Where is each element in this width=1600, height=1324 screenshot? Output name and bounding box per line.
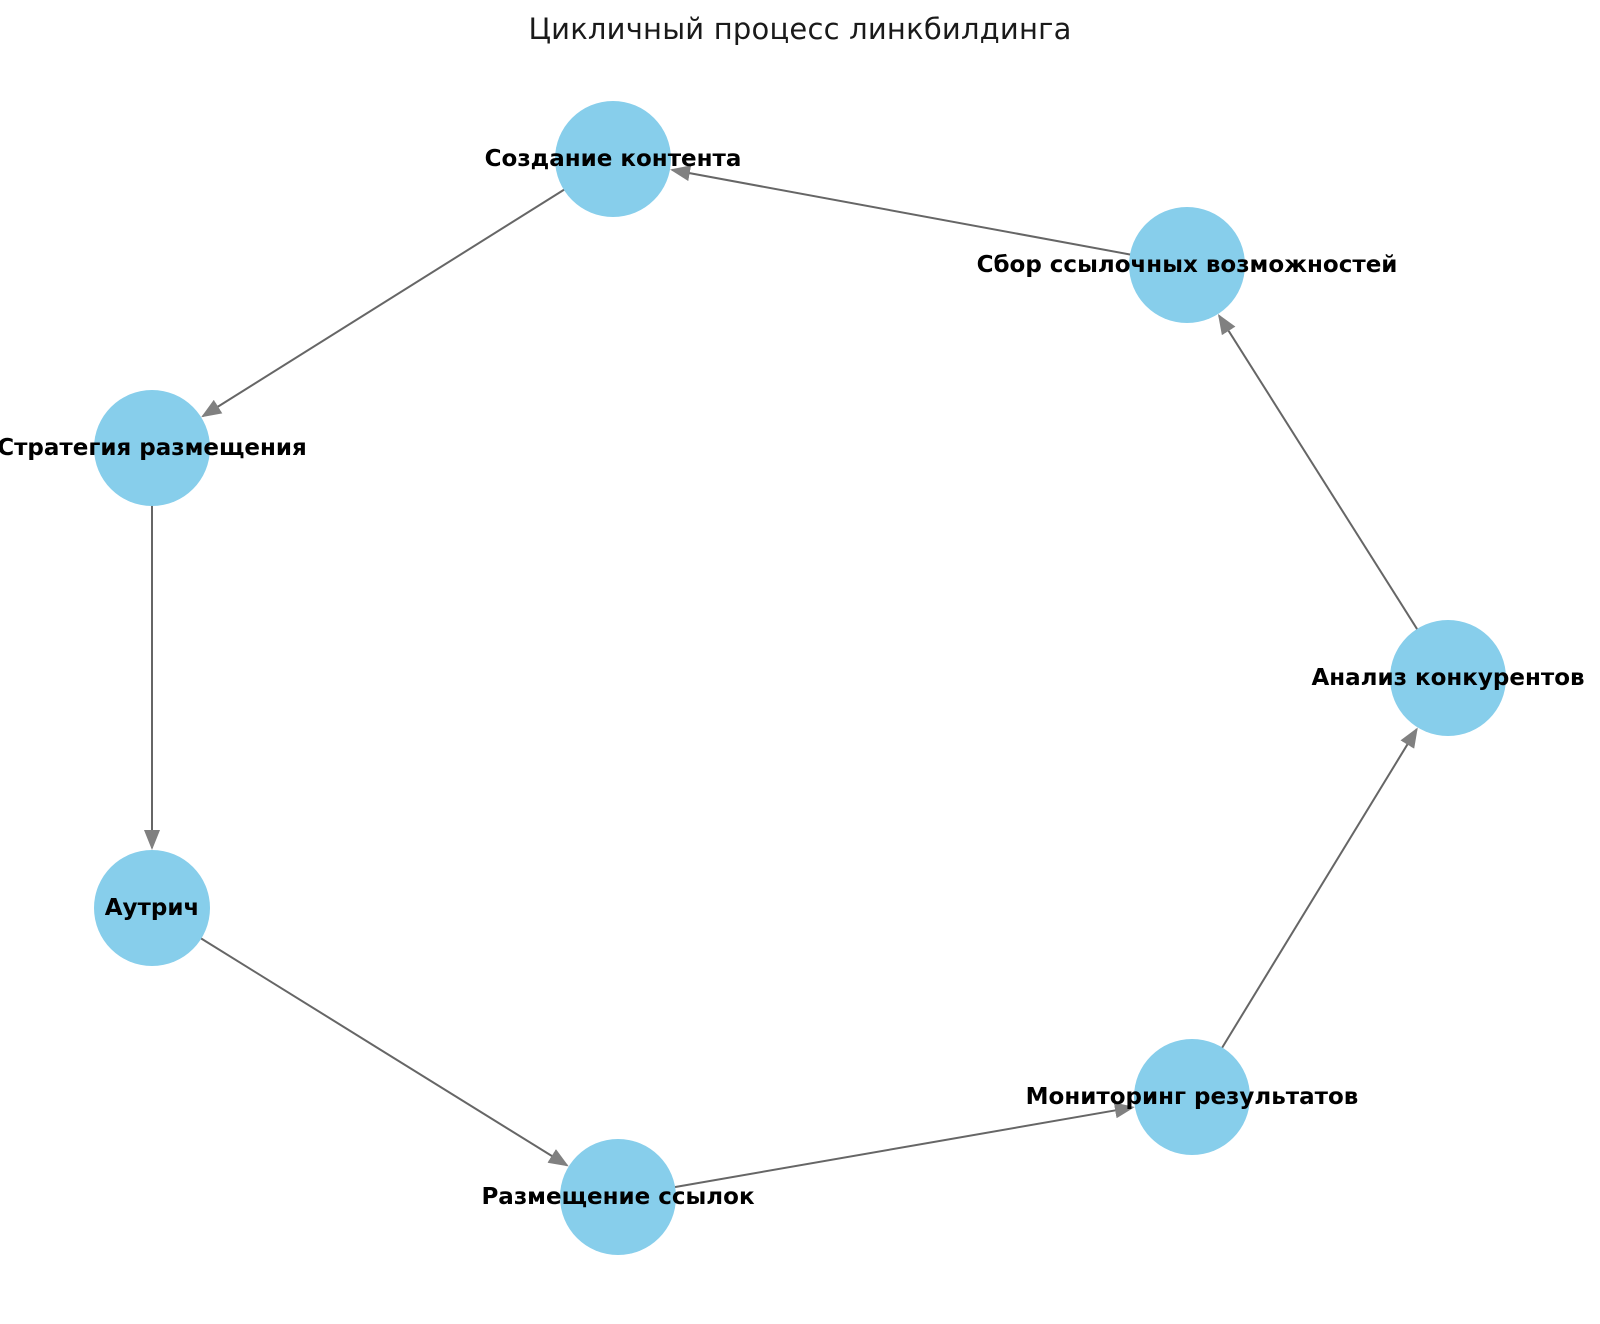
- node-layer: [94, 101, 1506, 1255]
- node-analysis[interactable]: [1390, 620, 1506, 736]
- edge-placement-to-monitoring: [672, 1102, 1135, 1189]
- edge-layer: [144, 165, 1419, 1189]
- node-collection[interactable]: [1129, 207, 1245, 323]
- node-outreach[interactable]: [94, 850, 210, 966]
- edge-monitoring-to-analysis: [1220, 727, 1418, 1050]
- edge-content-to-strategy: [201, 187, 567, 418]
- page-title: Цикличный процесс линкбилдинга: [528, 12, 1072, 46]
- node-strategy[interactable]: [94, 390, 210, 506]
- edge-outreach-to-placement: [199, 936, 569, 1167]
- node-placement[interactable]: [560, 1139, 676, 1255]
- node-content[interactable]: [555, 101, 671, 217]
- node-monitoring[interactable]: [1134, 1039, 1250, 1155]
- edge-analysis-to-collection: [1217, 314, 1419, 632]
- edge-collection-to-content: [670, 165, 1133, 256]
